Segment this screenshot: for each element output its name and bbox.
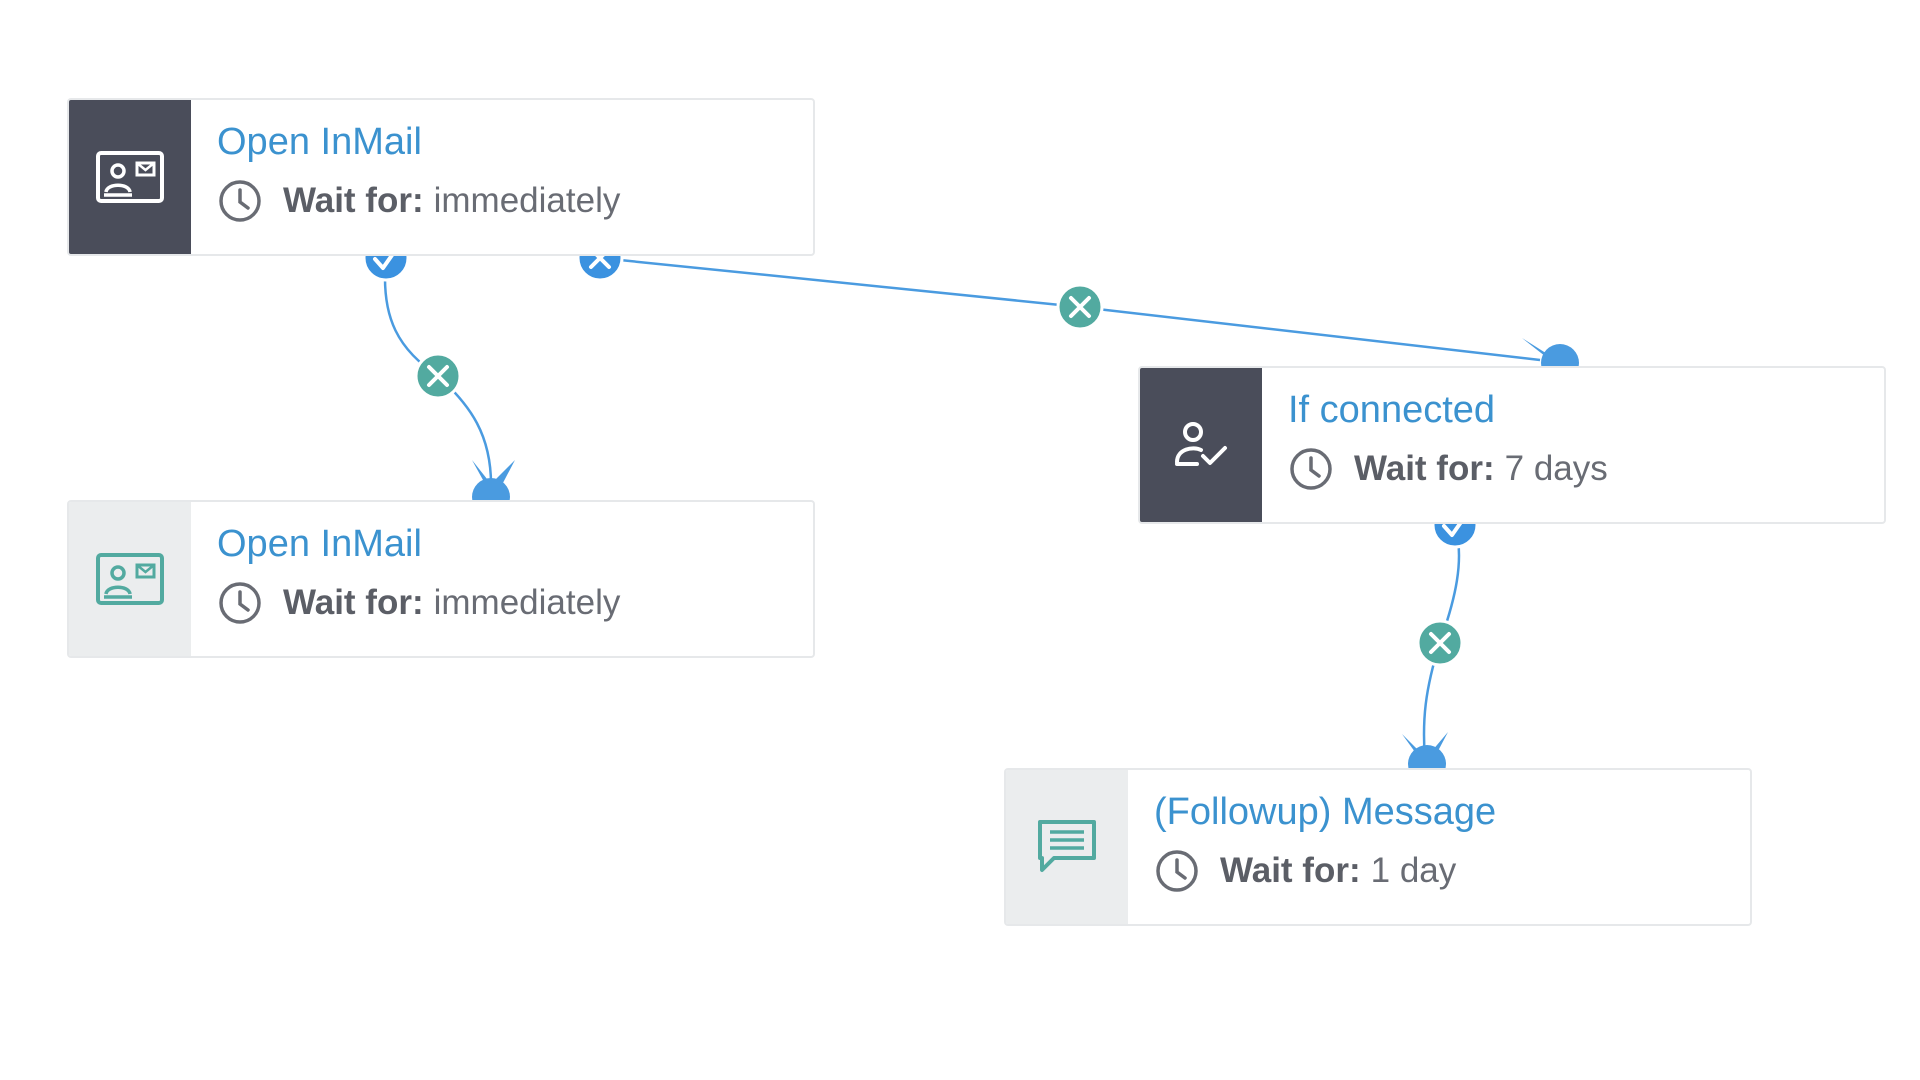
- clock-icon: [219, 582, 261, 624]
- clock-icon: [1156, 850, 1198, 892]
- delete-connection-1[interactable]: [414, 352, 462, 400]
- wait-value: immediately: [433, 181, 621, 220]
- node-icon-box: [1006, 770, 1128, 924]
- wait-value: immediately: [433, 583, 621, 622]
- user-check-icon: [1175, 422, 1227, 466]
- node-icon-box: [69, 502, 191, 656]
- node-title[interactable]: (Followup) Message: [1154, 791, 1497, 833]
- node-content: (Followup) Message Wait for: 1 day: [1128, 770, 1750, 924]
- wait-value: 7 days: [1504, 449, 1608, 488]
- clock-icon: [1290, 448, 1332, 490]
- node-icon-box: [1140, 368, 1262, 522]
- node-icon-box: [69, 100, 191, 254]
- node-open-inmail-1[interactable]: Open InMail Wait for: immediately: [67, 98, 815, 256]
- wait-label: Wait for:: [1220, 851, 1361, 890]
- message-icon: [1038, 820, 1096, 872]
- node-title[interactable]: Open InMail: [217, 121, 422, 163]
- node-followup-message[interactable]: (Followup) Message Wait for: 1 day: [1004, 768, 1752, 926]
- wait-label: Wait for:: [1354, 449, 1495, 488]
- clock-icon: [219, 180, 261, 222]
- wait-label: Wait for:: [283, 181, 424, 220]
- wait-label: Wait for:: [283, 583, 424, 622]
- node-if-connected[interactable]: If connected Wait for: 7 days: [1138, 366, 1886, 524]
- node-content: If connected Wait for: 7 days: [1262, 368, 1884, 522]
- node-content: Open InMail Wait for: immediately: [191, 100, 813, 254]
- wait-row: Wait for: 1 day: [1154, 848, 1750, 894]
- wait-row: Wait for: immediately: [217, 580, 813, 626]
- node-open-inmail-2[interactable]: Open InMail Wait for: immediately: [67, 500, 815, 658]
- node-content: Open InMail Wait for: immediately: [191, 502, 813, 656]
- wait-row: Wait for: immediately: [217, 178, 813, 224]
- inmail-card-icon: [96, 151, 164, 203]
- delete-connection-3[interactable]: [1416, 619, 1464, 667]
- node-title[interactable]: If connected: [1288, 389, 1496, 431]
- node-title[interactable]: Open InMail: [217, 523, 422, 565]
- wait-value: 1 day: [1370, 851, 1457, 890]
- delete-connection-2[interactable]: [1056, 283, 1104, 331]
- inmail-card-icon: [96, 553, 164, 605]
- wait-row: Wait for: 7 days: [1288, 446, 1884, 492]
